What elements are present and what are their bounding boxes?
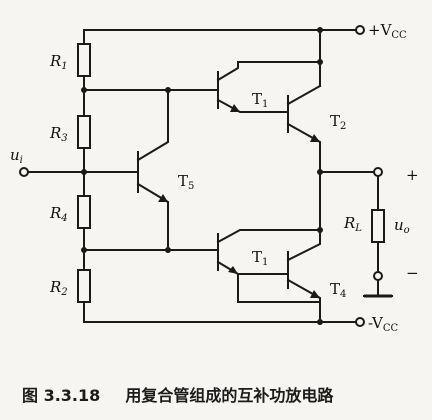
t1-lower-emitter [216,260,321,303]
resistor-r3 [77,115,91,149]
t5-emitter-arrow [158,194,168,202]
label-vcc-pos: +VCC [368,21,407,41]
resistor-r4 [77,195,91,229]
node-t1-collector [317,59,323,65]
label-t5: T5 [178,172,194,192]
caption-number: 图 3.3.18 [22,386,101,405]
label-r3: R3 [49,124,68,144]
label-t2: T2 [330,112,346,132]
output-wire [319,171,379,211]
vcc-neg-terminal [355,317,365,327]
t5-emitter [136,182,169,251]
label-r4: R4 [49,204,68,224]
node-bottom-right [317,319,323,325]
output-plus-terminal [373,167,383,177]
label-vcc-neg: -VCC [368,314,398,334]
resistor-r2 [77,269,91,303]
label-rl: RL [343,214,362,234]
t2-emitter [286,122,321,173]
t1-lower-collector [216,229,321,244]
resistor-rl [371,209,385,243]
label-minus: − [406,264,419,282]
input-terminal [19,167,29,177]
label-r2: R2 [49,278,68,298]
resistor-r1 [77,43,91,77]
t4-collector [286,229,321,262]
label-uo: uo [394,216,410,236]
t1-upper-emitter-arrow [230,104,240,112]
label-ui: ui [10,146,23,166]
caption-title: 用复合管组成的互补功放电路 [125,386,334,405]
t5-collector [136,89,169,162]
t1-lower-emitter-arrow [228,266,238,274]
label-t4: T4 [330,280,346,300]
figure-caption: 图 3.3.18 用复合管组成的互补功放电路 [0,372,432,420]
node-top-right [317,27,323,33]
output-minus-terminal [373,271,383,281]
label-t1-upper: T1 [252,90,268,110]
label-r1: R1 [49,52,68,72]
label-plus: + [406,166,419,184]
t2-collector [286,84,322,106]
circuit-diagram: +VCC -VCC R1 R3 R4 R2 ui T1 T2 T5 T1 T4 … [10,21,419,334]
t4-emitter-arrow [310,290,320,298]
t1-upper-collector [216,61,321,82]
t2-emitter-arrow [310,134,320,142]
caption-text: 图 3.3.18 用复合管组成的互补功放电路 [22,382,333,406]
vcc-pos-terminal [355,25,365,35]
label-t1-lower: T1 [252,248,268,268]
